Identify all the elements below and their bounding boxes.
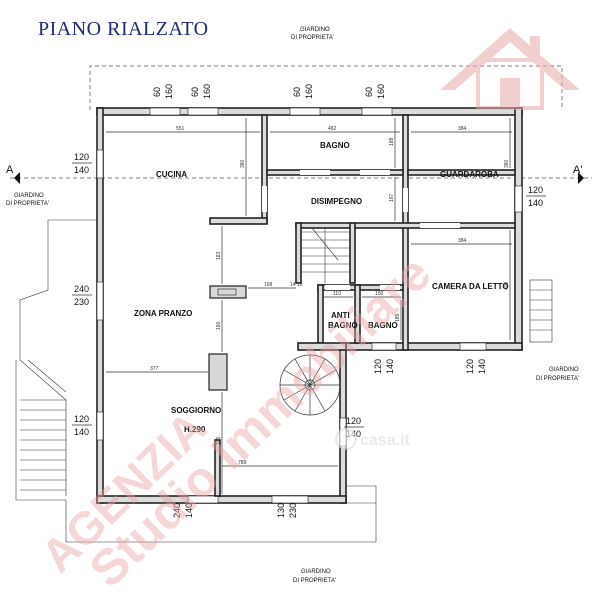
terrace-outline [89, 65, 563, 110]
svg-text:190: 190 [216, 321, 222, 330]
svg-text:380: 380 [504, 159, 510, 168]
section-arrow-right [578, 172, 584, 184]
room-guardaroba: GUARDAROBA [440, 170, 499, 179]
svg-text:120: 120 [528, 185, 543, 195]
svg-text:160: 160 [164, 84, 174, 99]
room-antibagno-1: ANTI [331, 311, 350, 320]
staircase [301, 227, 350, 283]
casa-it-watermark: casa.it [335, 428, 410, 450]
svg-text:150: 150 [375, 291, 384, 297]
svg-text:DI PROPRIETA': DI PROPRIETA' [536, 376, 579, 382]
svg-text:240: 240 [172, 503, 182, 518]
svg-text:183: 183 [216, 251, 222, 260]
svg-text:120: 120 [465, 359, 475, 374]
svg-text:60: 60 [292, 87, 302, 97]
svg-text:60: 60 [152, 87, 162, 97]
svg-text:GIARDINO: GIARDINO [549, 367, 579, 373]
svg-text:400: 400 [504, 281, 510, 290]
door-openings [262, 170, 460, 290]
svg-text:140: 140 [385, 359, 395, 374]
svg-text:140: 140 [74, 165, 89, 175]
spiral-staircase [279, 354, 341, 416]
garden-labels: GIARDINO DI PROPRIETA' GIARDINO DI PROPR… [6, 27, 579, 584]
plan-title: PIANO RIALZATO [38, 18, 209, 40]
svg-text:789: 789 [238, 460, 247, 466]
room-height: H.290 [184, 425, 206, 434]
svg-text:384: 384 [458, 238, 467, 244]
room-zona-pranzo: ZONA PRANZO [134, 309, 192, 318]
svg-text:160: 160 [202, 84, 212, 99]
svg-text:GIARDINO: GIARDINO [300, 27, 330, 33]
svg-text:325: 325 [216, 436, 222, 445]
top-opening-dims: 60 160 60 160 60 160 60 160 [152, 84, 386, 99]
kitchen-column [209, 285, 247, 299]
svg-text:168: 168 [264, 282, 273, 288]
room-camera-da-letto: CAMERA DA LETTO [432, 282, 509, 291]
watermark-studio-immobiliare: Studio Immobiliare [79, 245, 442, 598]
left-external-stairs [15, 219, 97, 501]
pranzo-column [208, 353, 228, 391]
svg-text:120: 120 [74, 414, 89, 424]
svg-text:160: 160 [376, 84, 386, 99]
interior-walls [209, 114, 516, 497]
watermark-logo-icon [440, 28, 580, 110]
svg-text:14 15: 14 15 [290, 282, 303, 288]
room-disimpegno: DISIMPEGNO [311, 197, 362, 206]
bottom-right-opening-dims: 120 140 120 140 [373, 359, 487, 374]
svg-text:60: 60 [190, 87, 200, 97]
section-arrow-left [14, 172, 20, 184]
dimension-values: 551 482 384 384 377 789 168 14 15 110 15… [150, 126, 510, 466]
dimension-lines [106, 118, 512, 494]
room-bagno: BAGNO [320, 141, 350, 150]
svg-text:130: 130 [276, 503, 286, 518]
room-cucina: CUCINA [156, 170, 187, 179]
svg-text:185: 185 [395, 313, 401, 322]
svg-text:DI PROPRIETA': DI PROPRIETA' [6, 201, 49, 207]
left-opening-dims: 120 140 240 230 120 140 [72, 152, 92, 437]
svg-text:377: 377 [150, 366, 159, 372]
svg-text:167: 167 [389, 193, 395, 202]
room-antibagno-2: BAGNO [328, 321, 358, 330]
svg-text:110: 110 [333, 291, 341, 297]
svg-text:140: 140 [184, 503, 194, 518]
svg-text:230: 230 [74, 297, 89, 307]
right-external-stairs [529, 279, 553, 343]
room-soggiorno: SOGGIORNO [171, 406, 221, 415]
svg-text:DI PROPRIETA': DI PROPRIETA' [293, 578, 336, 584]
svg-text:482: 482 [328, 126, 337, 132]
bottom-opening-dims: 240 140 130 230 [172, 503, 298, 518]
svg-text:380: 380 [240, 159, 246, 168]
svg-text:120: 120 [346, 416, 361, 426]
svg-text:384: 384 [458, 126, 467, 132]
svg-text:551: 551 [176, 126, 185, 132]
section-label-right: A' [573, 164, 582, 176]
svg-text:230: 230 [288, 503, 298, 518]
room-bagno-2: BAGNO [368, 321, 398, 330]
svg-text:casa.it: casa.it [360, 432, 410, 449]
section-label-left: A [6, 164, 14, 176]
svg-text:DI PROPRIETA': DI PROPRIETA' [291, 35, 334, 41]
svg-text:240: 240 [74, 284, 89, 294]
svg-text:160: 160 [304, 84, 314, 99]
svg-text:188: 188 [389, 137, 395, 146]
svg-text:140: 140 [74, 427, 89, 437]
svg-text:140: 140 [477, 359, 487, 374]
bottom-terrace [65, 485, 377, 543]
svg-text:GIARDINO: GIARDINO [301, 569, 331, 575]
svg-text:140: 140 [528, 198, 543, 208]
svg-text:GIARDINO: GIARDINO [14, 193, 44, 199]
svg-text:120: 120 [74, 152, 89, 162]
svg-text:60: 60 [364, 87, 374, 97]
svg-text:120: 120 [373, 359, 383, 374]
